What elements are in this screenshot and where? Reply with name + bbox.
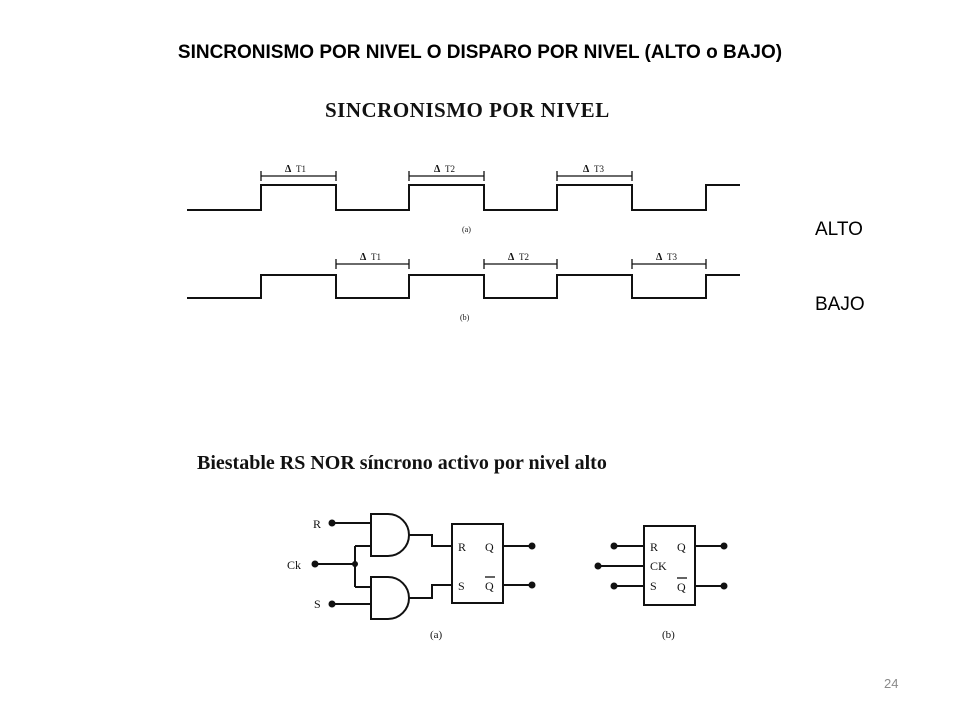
wire-gate-r	[409, 534, 452, 547]
and-gate-upper	[370, 513, 410, 557]
interval-a-3: Δ T3	[556, 164, 633, 181]
interval-b-3: Δ T3	[631, 252, 707, 269]
circuit-sub-a: (a)	[430, 629, 443, 641]
delta-b-1: Δ	[360, 252, 367, 263]
ff-a-label-r: R	[458, 540, 466, 554]
dot-r-b	[610, 542, 618, 550]
label-alto: ALTO	[815, 219, 863, 240]
ff-a-label-q: Q	[485, 540, 494, 554]
and-gate-lower	[370, 576, 410, 620]
slide-title: SINCRONISMO POR NIVEL O DISPARO POR NIVE…	[177, 42, 783, 63]
ff-a-label-s: S	[458, 579, 465, 593]
input-label-ck: Ck	[287, 558, 301, 572]
interval-b-1: Δ T1	[335, 252, 410, 269]
waveform-a	[187, 184, 740, 211]
interval-label-b-1: T1	[371, 252, 381, 262]
input-label-s: S	[314, 597, 321, 611]
ff-b-label-qbar: Q	[677, 580, 686, 594]
timing-sub-b: (b)	[460, 313, 470, 322]
interval-a-1: Δ T1	[260, 164, 337, 181]
circuit-sub-b: (b)	[662, 629, 675, 641]
interval-label-a-1: T1	[296, 164, 306, 174]
ff-b-label-ck: CK	[650, 559, 667, 573]
flipflop-box-a	[451, 523, 504, 604]
dot-s-b	[610, 582, 618, 590]
delta-b-3: Δ	[656, 252, 663, 263]
dot-s	[328, 600, 336, 608]
ff-b-label-r: R	[650, 540, 658, 554]
delta-a-1: Δ	[285, 164, 292, 175]
dot-q-b	[720, 542, 728, 550]
interval-b-2: Δ T2	[483, 252, 558, 269]
circuit-heading: Biestable RS NOR síncrono activo por niv…	[197, 452, 607, 474]
delta-b-2: Δ	[508, 252, 515, 263]
timing-sub-a: (a)	[462, 225, 471, 234]
delta-a-3: Δ	[583, 164, 590, 175]
input-label-r: R	[313, 517, 321, 531]
dot-qbar-a	[528, 581, 536, 589]
interval-a-2: Δ T2	[408, 164, 485, 181]
timing-heading: SINCRONISMO POR NIVEL	[325, 98, 610, 122]
dot-ck-junction	[352, 561, 358, 567]
dot-ck-b	[594, 562, 602, 570]
dot-r	[328, 519, 336, 527]
interval-label-b-2: T2	[519, 252, 529, 262]
ff-b-label-q: Q	[677, 540, 686, 554]
ff-a-label-qbar: Q	[485, 579, 494, 593]
delta-a-2: Δ	[434, 164, 441, 175]
waveform-b	[187, 274, 740, 299]
interval-label-a-2: T2	[445, 164, 455, 174]
interval-label-b-3: T3	[667, 252, 677, 262]
interval-label-a-3: T3	[594, 164, 604, 174]
page-number: 24	[884, 676, 899, 691]
dot-qbar-b	[720, 582, 728, 590]
dot-q-a	[528, 542, 536, 550]
label-bajo: BAJO	[815, 294, 865, 315]
wire-gate-s	[409, 584, 452, 599]
dot-ck	[311, 560, 319, 568]
ff-b-label-s: S	[650, 579, 657, 593]
